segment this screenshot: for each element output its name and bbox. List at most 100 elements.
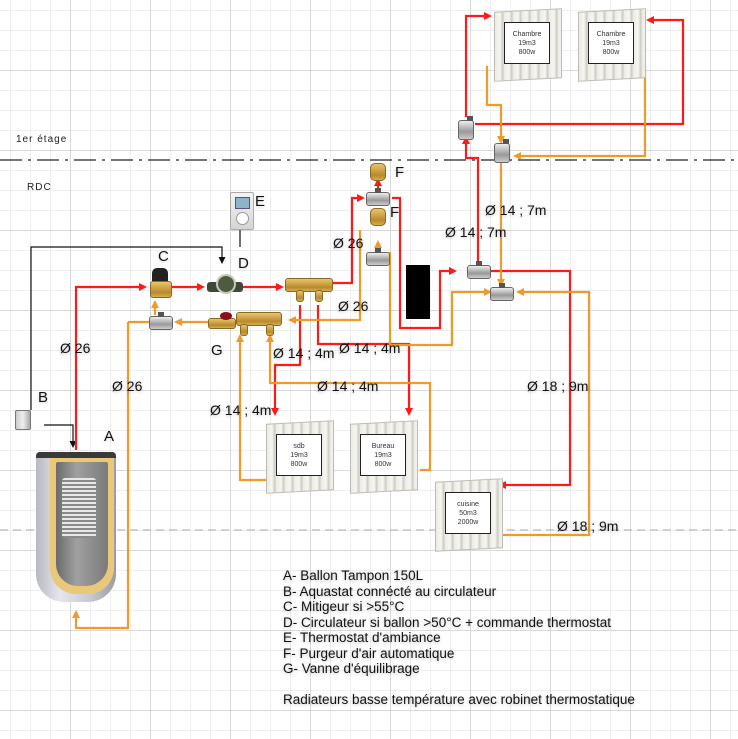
aquastat-icon	[15, 410, 31, 430]
thermostat-knob	[236, 212, 249, 225]
return-chambre-2	[513, 66, 647, 160]
return-cabinet	[388, 252, 492, 347]
label-g: G	[211, 342, 223, 359]
legend: A- Ballon Tampon 150L B- Aquastat connéc…	[283, 568, 635, 707]
thermostat-icon	[230, 192, 254, 230]
radiator-volume: 50m3	[459, 510, 477, 517]
radiator-room: cuisine	[457, 501, 479, 508]
legend-item: B- Aquastat connécté au circulateur	[283, 583, 497, 599]
legend-item: E- Thermostat d'ambiance	[283, 630, 441, 645]
pipe-label-cuisine-return: Ø 18 ; 9m	[557, 518, 619, 534]
supply-cuisine	[490, 269, 572, 489]
thermostat-screen	[235, 197, 250, 209]
radiator-power: 800w	[518, 49, 536, 56]
supply-collector-outlet	[315, 290, 323, 302]
radiator-volume: 19m3	[374, 452, 392, 459]
return-collector-icon	[236, 312, 282, 326]
cabinet-block	[406, 265, 430, 319]
riser-return-valve-icon	[490, 283, 514, 301]
radiator-info-box: cuisine 50m3 2000w	[445, 492, 491, 534]
legend-item: C- Mitigeur si >55°C	[283, 599, 405, 614]
supply-collector-outlet	[296, 290, 304, 302]
return-chambre-1	[485, 66, 505, 144]
pipe-label-sdb-supply: Ø 14 ; 4m	[273, 345, 335, 361]
label-c: C	[158, 248, 169, 265]
upstairs-supply-valve-icon	[458, 116, 474, 140]
supply-riser-up	[462, 136, 480, 268]
radiator-info-box: Chambre 19m3 800w	[504, 22, 550, 64]
radiator-info-box: sdb 19m3 800w	[276, 434, 322, 476]
supply-collector-icon	[285, 278, 333, 292]
legend-item: G- Vanne d'équilibrage	[283, 661, 420, 676]
radiator-sdb: sdb 19m3 800w	[266, 420, 334, 494]
supply-chambre-1	[464, 12, 492, 117]
label-e: E	[255, 193, 266, 210]
circulator-pump-icon	[207, 274, 243, 296]
label-f-lower: F	[390, 204, 400, 221]
supply-chambre-2	[475, 16, 685, 126]
buffer-tank	[36, 452, 116, 607]
supply-to-cabinet	[392, 196, 457, 330]
pipe-label-collector-out: Ø 26	[333, 235, 364, 251]
return-collector-outlet	[240, 324, 248, 336]
return-riser-collector	[288, 230, 362, 324]
pipe-label-bureau-return: Ø 14 ; 4m	[317, 378, 379, 394]
radiator-chambre-2: Chambre 19m3 800w	[578, 8, 646, 82]
radiator-room: sdb	[293, 443, 305, 450]
supply-tank-to-mixer	[74, 283, 147, 450]
return-cuisine	[500, 288, 591, 537]
supply-tee-valve-icon	[366, 188, 390, 206]
radiator-volume: 19m3	[290, 452, 308, 459]
pipe-label-bureau-supply: Ø 14 ; 4m	[339, 340, 401, 356]
pipe-label-sdb-return: Ø 14 ; 4m	[210, 402, 272, 418]
radiator-volume: 19m3	[602, 40, 620, 47]
balancing-valve-icon	[208, 312, 236, 329]
thermostat-wire	[30, 246, 226, 410]
supply-bureau	[316, 305, 413, 416]
radiator-power: 800w	[290, 461, 308, 468]
upstairs-return-valve-icon	[494, 139, 510, 163]
air-purger-lower-icon	[370, 208, 386, 226]
legend-note: Radiateurs basse température avec robine…	[283, 691, 635, 707]
riser-supply-valve-icon	[467, 261, 491, 279]
radiator-power: 800w	[374, 461, 392, 468]
supply-collector-to-riser	[333, 194, 365, 285]
radiator-chambre-1: Chambre 19m3 800w	[494, 8, 562, 82]
legend-item: A- Ballon Tampon 150L	[283, 568, 424, 583]
radiator-power: 800w	[602, 49, 620, 56]
radiator-power: 2000w	[457, 519, 479, 526]
radiator-room: Chambre	[596, 31, 626, 38]
radiator-info-box: Bureau 19m3 800w	[360, 434, 406, 476]
floor-label-ground: RDC	[27, 182, 52, 193]
label-b: B	[38, 389, 49, 406]
mixing-valve-icon	[150, 268, 172, 298]
label-d: D	[238, 255, 249, 272]
label-a: A	[104, 428, 115, 445]
radiator-room: Chambre	[512, 31, 542, 38]
supply-sdb	[271, 305, 302, 416]
return-tee-valve-icon	[366, 248, 390, 266]
floor-label-upper: 1er étage	[16, 134, 68, 145]
pipe-label-cuisine-supply: Ø 18 ; 9m	[527, 378, 589, 394]
radiator-info-box: Chambre 19m3 800w	[588, 22, 634, 64]
return-to-tank	[72, 322, 130, 630]
pipe-label-return-main: Ø 26	[112, 378, 143, 394]
radiator-room: Bureau	[371, 443, 395, 450]
return-valve-icon	[149, 312, 173, 330]
radiator-cuisine: cuisine 50m3 2000w	[435, 478, 503, 552]
radiator-bureau: Bureau 19m3 800w	[350, 420, 418, 494]
legend-item: D- Circulateur si ballon >50°C + command…	[283, 614, 612, 630]
return-bureau	[266, 334, 432, 472]
label-f-upper: F	[395, 164, 405, 181]
legend-item: F- Purgeur d'air automatique	[283, 645, 455, 661]
pipe-label-riser-supply: Ø 14 ; 7m	[445, 224, 507, 240]
aquastat-wire	[44, 424, 77, 448]
pipe-label-supply-main: Ø 26	[60, 340, 91, 356]
return-sdb	[236, 334, 268, 482]
air-purger-upper-icon	[370, 163, 386, 181]
pipe-label-collector-return: Ø 26	[338, 298, 369, 314]
tank-top	[36, 452, 116, 458]
radiator-volume: 19m3	[518, 40, 536, 47]
pipe-label-riser-return: Ø 14 ; 7m	[485, 202, 547, 218]
